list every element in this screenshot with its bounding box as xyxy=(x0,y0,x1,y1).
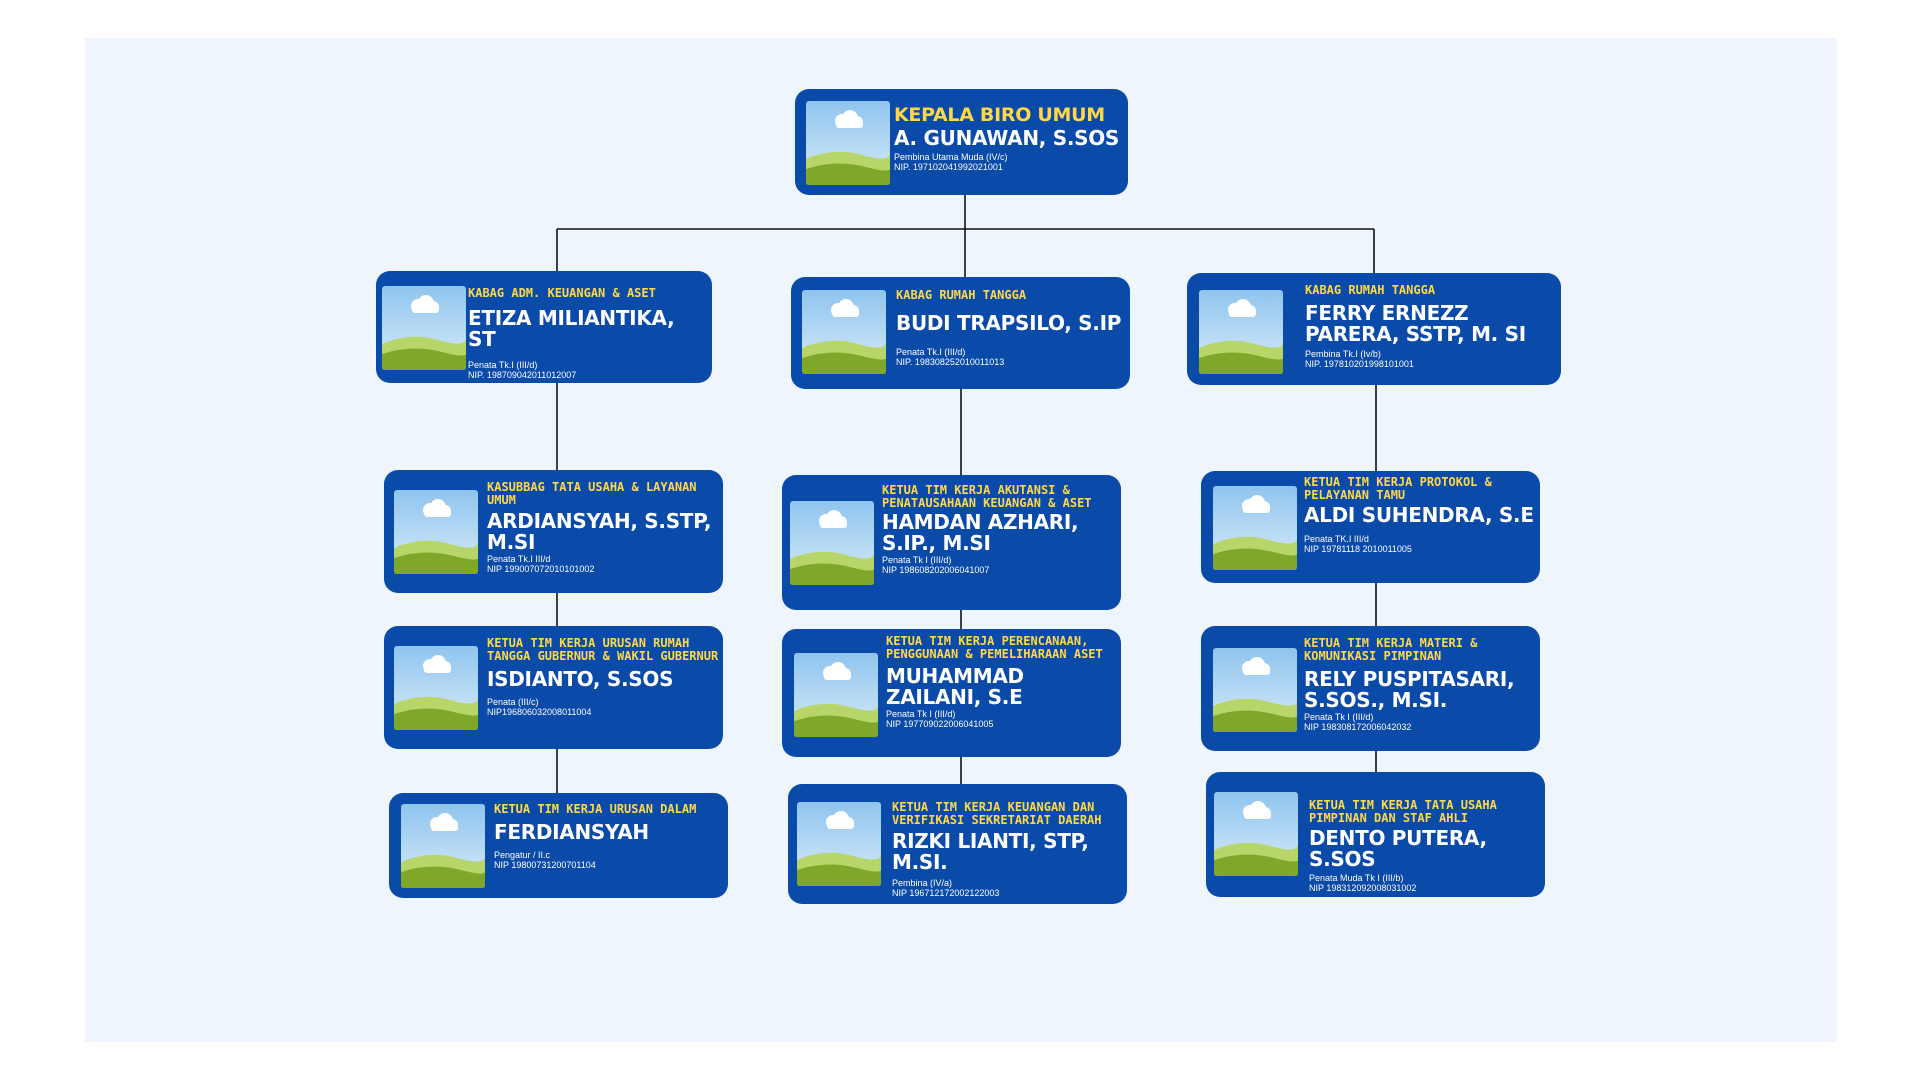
node-nip: NIP 199007072010101002 xyxy=(487,564,595,574)
node-rank: Pengatur / II.c xyxy=(494,850,551,860)
node-nip: NIP 196712172002122003 xyxy=(892,888,1000,898)
node-name: BUDI TRAPSILO, S.IP xyxy=(896,311,1122,335)
node-nip: NIP 19800731200701104 xyxy=(494,860,596,870)
node-nip: NIP 198308172006042032 xyxy=(1304,722,1412,732)
org-node-kabag-keuangan: KABAG ADM. KEUANGAN & ASET ETIZA MILIANT… xyxy=(376,271,712,383)
node-name: MUHAMMAD ZAILANI, S.E xyxy=(886,664,1024,709)
node-name: FERRY ERNEZZ PARERA, SSTP, M. SI xyxy=(1305,301,1526,346)
node-nip: NIP 197709022006041005 xyxy=(886,719,994,729)
landscape-placeholder-icon xyxy=(382,286,466,370)
node-nip: NIP. 198709042011012007 xyxy=(468,370,577,380)
org-node-kepala-biro: KEPALA BIRO UMUM A. GUNAWAN, S.SOS Pembi… xyxy=(795,89,1128,195)
node-rank: Penata Tk.I (III/d) xyxy=(468,360,538,370)
landscape-placeholder-icon xyxy=(1199,290,1283,374)
org-node-col2-2: KETUA TIM KERJA PERENCANAAN, PENGGUNAAN … xyxy=(782,629,1121,757)
node-rank: Penata TK.I III/d xyxy=(1304,534,1369,544)
node-rank: Pembina Tk.I (Iv/b) xyxy=(1305,349,1381,359)
node-nip: NIP 198312092008031002 xyxy=(1309,883,1417,893)
node-name: FERDIANSYAH xyxy=(494,820,649,844)
node-rank: Penata Tk I (III/d) xyxy=(1304,712,1374,722)
node-role: KASUBBAG TATA USAHA & LAYANAN UMUM xyxy=(487,480,697,507)
node-nip: NIP 19781118 2010011005 xyxy=(1304,544,1412,554)
org-node-col3-1: KETUA TIM KERJA PROTOKOL & PELAYANAN TAM… xyxy=(1201,471,1540,583)
node-nip: NIP. 197810201998101001 xyxy=(1305,359,1414,369)
landscape-placeholder-icon xyxy=(806,101,890,185)
org-node-col2-3: KETUA TIM KERJA KEUANGAN DAN VERIFIKASI … xyxy=(788,784,1127,904)
node-nip: NIP. 197102041992021001 xyxy=(894,162,1003,172)
node-rank: Pembina Utama Muda (IV/c) xyxy=(894,152,1008,162)
node-rank: Penata Tk.I (III/d) xyxy=(896,347,966,357)
landscape-placeholder-icon xyxy=(790,501,874,585)
node-role: KETUA TIM KERJA PROTOKOL & PELAYANAN TAM… xyxy=(1304,475,1492,502)
node-role: KABAG ADM. KEUANGAN & ASET xyxy=(468,286,656,300)
org-node-col1-3: KETUA TIM KERJA URUSAN DALAM FERDIANSYAH… xyxy=(389,793,728,898)
org-node-kabag-rumah-tangga-1: KABAG RUMAH TANGGA BUDI TRAPSILO, S.IP P… xyxy=(791,277,1130,389)
node-role: KETUA TIM KERJA AKUTANSI & PENATAUSAHAAN… xyxy=(882,483,1092,510)
node-rank: Penata Tk.I III/d xyxy=(487,554,551,564)
node-role: KETUA TIM KERJA TATA USAHA PIMPINAN DAN … xyxy=(1309,798,1497,825)
landscape-placeholder-icon xyxy=(1214,792,1298,876)
node-rank: Penata Tk I (III/d) xyxy=(886,709,956,719)
node-rank: Penata Tk I (III/d) xyxy=(882,555,952,565)
node-name: ISDIANTO, S.SOS xyxy=(487,667,674,691)
landscape-placeholder-icon xyxy=(394,490,478,574)
org-node-kabag-rumah-tangga-2: KABAG RUMAH TANGGA FERRY ERNEZZ PARERA, … xyxy=(1187,273,1561,385)
landscape-placeholder-icon xyxy=(1213,648,1297,732)
node-role: KEPALA BIRO UMUM xyxy=(894,104,1105,126)
node-rank: Penata Muda Tk I (III/b) xyxy=(1309,873,1404,883)
node-name: A. GUNAWAN, S.SOS xyxy=(894,126,1120,150)
node-name: RELY PUSPITASARI, S.SOS., M.SI. xyxy=(1304,667,1515,712)
node-rank: Penata (III/c) xyxy=(487,697,539,707)
org-node-col3-2: KETUA TIM KERJA MATERI & KOMUNIKASI PIMP… xyxy=(1201,626,1540,751)
landscape-placeholder-icon xyxy=(1213,486,1297,570)
org-node-col3-3: KETUA TIM KERJA TATA USAHA PIMPINAN DAN … xyxy=(1206,772,1545,897)
node-name: HAMDAN AZHARI, S.IP., M.SI xyxy=(882,510,1079,555)
node-rank: Pembina (IV/a) xyxy=(892,878,953,888)
node-role: KETUA TIM KERJA KEUANGAN DAN VERIFIKASI … xyxy=(892,800,1102,827)
landscape-placeholder-icon xyxy=(794,653,878,737)
node-name: DENTO PUTERA, S.SOS xyxy=(1309,826,1487,871)
node-role: KETUA TIM KERJA PERENCANAAN, PENGGUNAAN … xyxy=(886,634,1103,661)
node-role: KETUA TIM KERJA URUSAN RUMAH TANGGA GUBE… xyxy=(487,636,719,663)
landscape-placeholder-icon xyxy=(797,802,881,886)
node-name: ARDIANSYAH, S.STP, M.SI xyxy=(487,509,712,554)
org-node-col2-1: KETUA TIM KERJA AKUTANSI & PENATAUSAHAAN… xyxy=(782,475,1121,610)
node-name: RIZKI LIANTI, STP, M.SI. xyxy=(892,829,1089,874)
node-nip: NIP196806032008011004 xyxy=(487,707,592,717)
landscape-placeholder-icon xyxy=(802,290,886,374)
landscape-placeholder-icon xyxy=(401,804,485,888)
node-name: ALDI SUHENDRA, S.E xyxy=(1304,503,1534,527)
node-name: ETIZA MILIANTIKA, ST xyxy=(468,306,675,351)
org-node-col1-1: KASUBBAG TATA USAHA & LAYANAN UMUM ARDIA… xyxy=(384,470,723,593)
node-role: KABAG RUMAH TANGGA xyxy=(1305,283,1436,297)
landscape-placeholder-icon xyxy=(394,646,478,730)
node-nip: NIP 198608202006041007 xyxy=(882,565,990,575)
node-role: KABAG RUMAH TANGGA xyxy=(896,288,1027,302)
org-node-col1-2: KETUA TIM KERJA URUSAN RUMAH TANGGA GUBE… xyxy=(384,626,723,749)
node-role: KETUA TIM KERJA MATERI & KOMUNIKASI PIMP… xyxy=(1304,636,1478,663)
node-nip: NIP. 198308252010011013 xyxy=(896,357,1005,367)
node-role: KETUA TIM KERJA URUSAN DALAM xyxy=(494,802,697,816)
